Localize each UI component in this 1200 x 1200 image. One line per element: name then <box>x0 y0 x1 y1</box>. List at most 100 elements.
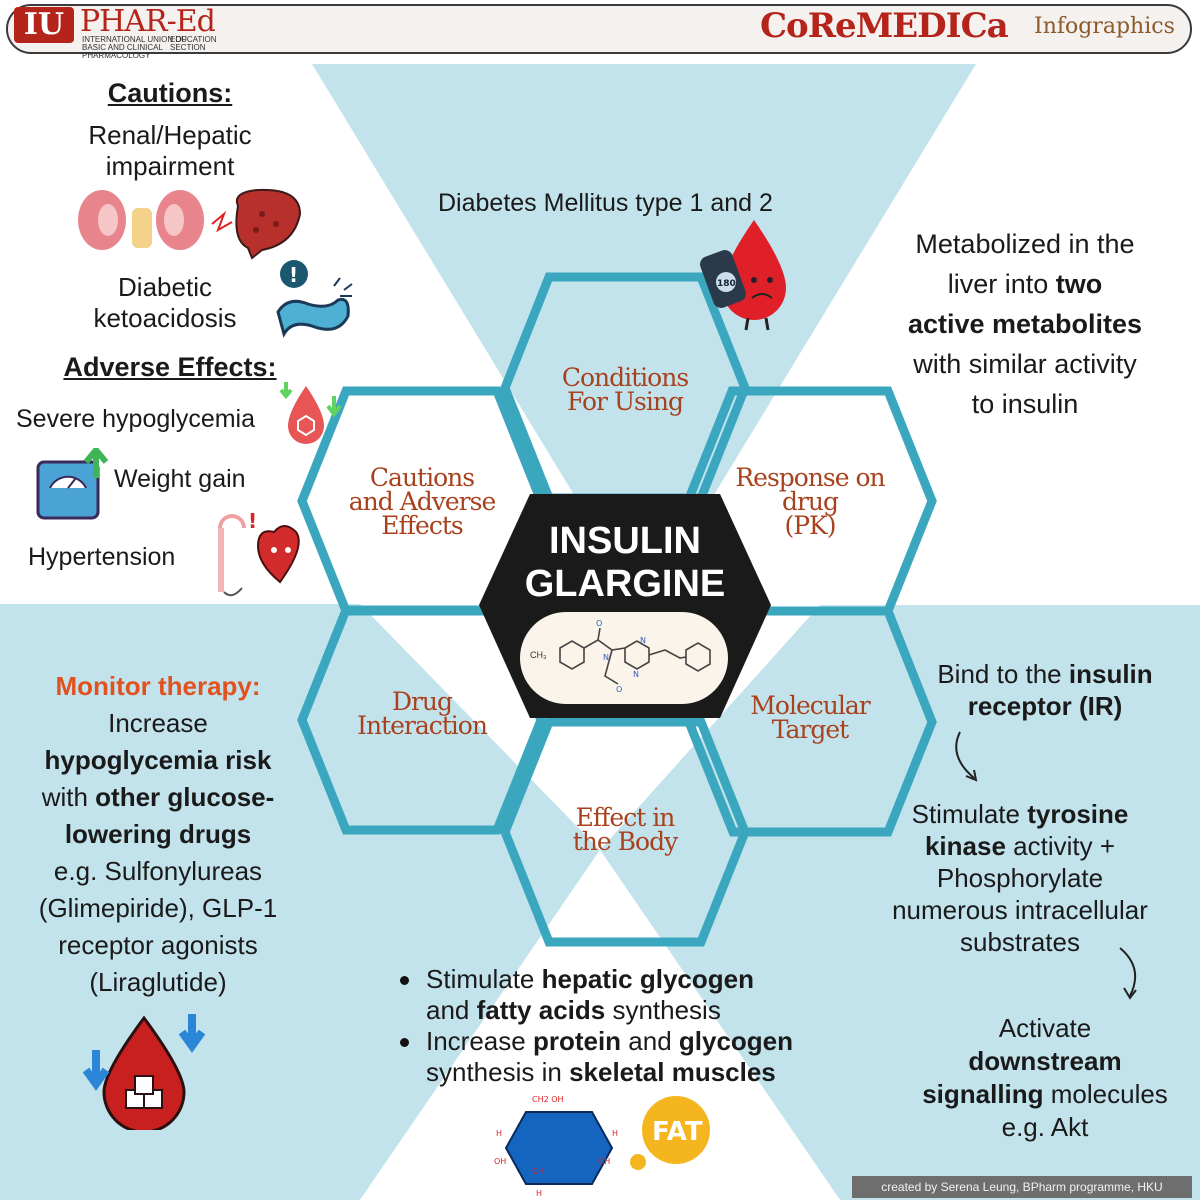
molecular-s3-line2: downstream <box>920 1045 1170 1078</box>
drug-title-line2: GLARGINE <box>524 563 726 605</box>
hex-effect-line2: the Body <box>572 827 678 856</box>
scale-up-icon <box>36 448 109 520</box>
molecular-s2-line2: kinase activity + <box>868 830 1172 862</box>
svg-text:O: O <box>596 619 602 628</box>
molecular-s3d: molecules <box>1043 1079 1168 1109</box>
svg-text:!: ! <box>248 509 257 533</box>
monitor-l5: e.g. Sulfonylureas <box>53 856 263 886</box>
drug-title-line1: INSULIN <box>549 520 701 562</box>
drug-title: INSULIN GLARGINE <box>490 520 760 606</box>
molecular-s1a: Bind to the <box>937 659 1069 689</box>
hex-molecular-label: Molecular Target <box>700 691 920 742</box>
caution-ketoacidosis: Diabetic ketoacidosis <box>90 272 240 334</box>
effect-b1d: fatty acids <box>476 995 606 1025</box>
blood-drop-down-icon <box>279 382 342 444</box>
hex-effect-label: Effect in the Body <box>515 805 735 856</box>
molecular-step3: Activate downstream signalling molecules… <box>920 1012 1170 1144</box>
molecular-s1c: receptor (IR) <box>967 691 1123 721</box>
pk-line5: to insulin <box>971 389 1079 419</box>
infographics-label: Infographics <box>1034 14 1175 39</box>
glucose-oh3: OH <box>532 1167 544 1176</box>
hex-molecular-line1: Molecular <box>750 691 870 720</box>
glucometer-reading: 180 <box>717 279 736 289</box>
monitor-title: Monitor therapy: <box>55 671 261 701</box>
chemical-structure <box>559 627 711 685</box>
bottom-center-triangle <box>360 850 840 1200</box>
molecular-step2: Stimulate tyrosine kinase activity + Pho… <box>868 798 1172 958</box>
hex-response-label: Response on drug (PK) <box>700 465 920 540</box>
top-triangle-panel <box>312 64 976 610</box>
effect-b1e: synthesis <box>605 995 721 1025</box>
monitor-l2: hypoglycemia risk <box>10 742 306 779</box>
monitor-l3: with other glucose- <box>10 779 306 816</box>
monitor-l3a: with <box>41 782 96 812</box>
blood-drop-glucometer-icon: 180 <box>700 220 786 331</box>
molecular-s2d: activity + <box>1005 831 1116 861</box>
pk-text: Metabolized in the liver into two active… <box>870 224 1180 424</box>
effect-bullet-2: Increase protein and glycogen synthesis … <box>396 1026 866 1088</box>
monitor-l1: Increase <box>108 708 208 738</box>
education-section: EDUCATION SECTION <box>170 35 217 52</box>
monitor-l6: (Glimepiride), GLP-1 <box>38 893 278 923</box>
bottom-left-panel <box>0 604 1200 1200</box>
molecular-s3-line3: signalling molecules <box>920 1078 1170 1111</box>
effect-b2a: Increase <box>426 1026 533 1056</box>
header-bar <box>6 4 1192 54</box>
monitor-l4: lowering drugs <box>10 816 306 853</box>
molecular-s1-line1: Bind to the insulin <box>920 658 1170 690</box>
hex-conditions-line2: For Using <box>567 387 684 416</box>
pk-line2: liver into two <box>870 264 1180 304</box>
molecular-s2b: tyrosine <box>1027 799 1129 829</box>
pk-line3: active metabolites <box>870 304 1180 344</box>
structure-panel <box>520 612 728 704</box>
effect-bullet-1: Stimulate hepatic glycogen and fatty aci… <box>396 964 866 1026</box>
hex-conditions-label: Conditions For Using <box>520 365 730 416</box>
caution-keto-line1: Diabetic <box>118 272 212 302</box>
hex-cautions-line1: Cautions <box>369 463 475 492</box>
caution-keto-line2: ketoacidosis <box>93 303 237 333</box>
glucose-ch2oh: CH2 OH <box>532 1095 564 1104</box>
molecular-s3e: e.g. Akt <box>1001 1112 1089 1142</box>
pk-line3-bold: active metabolites <box>907 309 1143 339</box>
hex-response-line2: drug <box>781 487 839 516</box>
hex-cautions-line3: Effects <box>381 511 463 540</box>
monitor-l4-bold: lowering drugs <box>64 819 252 849</box>
molecular-s2c: kinase <box>924 831 1006 861</box>
hex-effect-border <box>500 717 750 947</box>
coremedica-logo: CoReMEDICa <box>760 6 1009 46</box>
glucose-oh2: OH <box>598 1157 610 1166</box>
iu-logo: IU <box>14 7 74 43</box>
molecular-s3b: downstream <box>968 1046 1122 1076</box>
effect-b2f: skeletal muscles <box>569 1057 776 1087</box>
pancreas-warning-icon: ! <box>276 260 353 338</box>
hex-cautions-label: Cautions and Adverse Effects <box>312 463 532 540</box>
svg-text:!: ! <box>289 263 298 287</box>
hex-response-line3: (PK) <box>784 511 836 540</box>
monitor-therapy: Monitor therapy: Increase hypoglycemia r… <box>10 668 306 1001</box>
fat-label: FAT <box>652 1117 703 1147</box>
effect-b2d: glycogen <box>678 1026 794 1056</box>
hex-drug-line1: Drug <box>391 687 453 716</box>
curved-arrow-1 <box>955 731 978 782</box>
glucose-molecule-icon: CH2 OH H OH H OH OH H <box>494 1095 618 1198</box>
hex-cautions-line2: and Adverse <box>348 487 497 516</box>
effect-b2e: synthesis in <box>426 1057 570 1087</box>
monitor-l8: (Liraglutide) <box>89 967 227 997</box>
fat-droplet-icon: FAT <box>630 1096 710 1170</box>
molecular-s2e: Phosphorylate <box>936 863 1104 893</box>
caution-renal-line1: Renal/Hepatic <box>88 120 252 150</box>
molecular-s3c: signalling <box>922 1079 1044 1109</box>
glucose-h1: H <box>496 1129 502 1138</box>
effect-b1a: Stimulate <box>426 964 542 994</box>
adverse-title: Adverse Effects: <box>63 352 277 382</box>
heart-bp-icon: ! <box>218 509 300 597</box>
kidney-liver-icon <box>78 188 302 260</box>
adverse-hypertension: Hypertension <box>28 543 176 571</box>
pk-line2a: liver into <box>947 269 1056 299</box>
conditions-text: Diabetes Mellitus type 1 and 2 <box>438 189 773 217</box>
iu-fullname: INTERNATIONAL UNION OF BASIC AND CLINICA… <box>82 35 187 60</box>
molecular-s1-line2: receptor (IR) <box>920 690 1170 722</box>
hex-drug-line2: Interaction <box>357 711 488 740</box>
